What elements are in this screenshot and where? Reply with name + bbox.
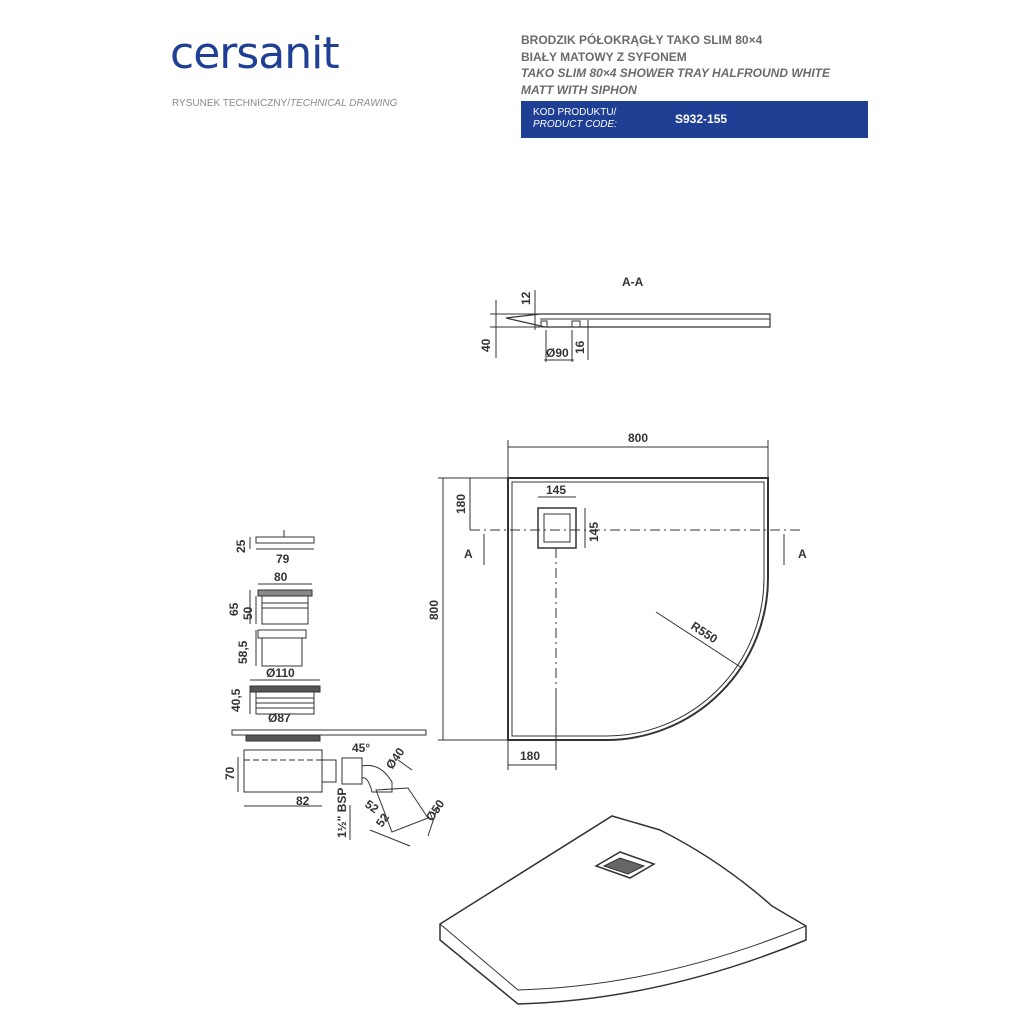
iso-drain-outer [594,851,656,879]
plan-dim-radius: R550 [688,619,720,647]
tray-plate [231,729,427,736]
drain-inner [543,513,571,543]
drawing-label-en: TECHNICAL DRAWING [289,98,398,109]
siphon-dim-70: 70 [223,766,237,780]
iso-tray-edge [439,923,807,991]
iso-drain-inner [602,857,646,875]
title-pl-1: BRODZIK PÓŁOKRĄGŁY TAKO SLIM 80×4 [521,33,763,47]
iso-view [439,815,807,1005]
siphon-dim-40: Ø40 [383,745,408,772]
dim-line-40b [397,759,413,771]
plan-dim-drain-w: 145 [546,483,566,497]
siphon-view [231,530,439,847]
tray-inner [511,481,765,737]
section-dim-12: 12 [519,291,533,305]
siphon-body-1 [261,595,309,625]
siphon-nut [341,757,363,785]
brand-logo: cersanit [170,28,340,79]
tray-outline [507,477,769,741]
plan-cut-left: A [464,547,473,561]
plan-dim-height: 800 [427,600,441,620]
siphon-dim-79: 79 [276,552,290,566]
product-title: BRODZIK PÓŁOKRĄGŁY TAKO SLIM 80×4 BIAŁY … [521,32,830,98]
siphon-outlet [321,759,337,783]
siphon-dim-58: 58,5 [236,640,250,664]
siphon-dim-110: Ø110 [266,666,295,680]
plan-dim-drain-h: 145 [587,522,601,542]
siphon-dim-87: Ø87 [268,711,291,725]
product-code-bar: KOD PRODUKTU/ PRODUCT CODE: S932-155 [521,101,868,138]
siphon-body-2 [261,637,303,667]
plan-dim-bottom-offset: 180 [520,749,540,763]
siphon-lower-ring [245,734,321,742]
siphon-elbow [361,764,393,793]
siphon-dim-40-5: 40,5 [229,688,243,712]
plan-view [438,440,800,770]
drawing-label: RYSUNEK TECHNICZNY/TECHNICAL DRAWING [172,98,397,109]
title-en-2: MATT WITH SIPHON [521,82,637,97]
siphon-top-flange [249,685,321,693]
siphon-cap [255,536,315,544]
siphon-ring [257,589,313,597]
section-dim-40: 40 [479,338,493,352]
siphon-dim-65: 65 [227,602,241,616]
section-tray [505,313,771,328]
siphon-dim-82: 82 [296,794,310,808]
radius-line [655,611,743,669]
product-code-label: KOD PRODUKTU/ PRODUCT CODE: [533,107,617,131]
plan-dim-width: 800 [628,431,648,445]
iso-tray-outline [439,815,807,1005]
dim-line-52 [369,829,411,847]
code-label-pl: KOD PRODUKTU/ [533,107,617,118]
drawing-label-pl: RYSUNEK TECHNICZNY/ [172,98,290,109]
product-code-value: S932-155 [675,112,728,126]
siphon-dim-50b: Ø50 [423,797,448,824]
siphon-flange [257,629,307,639]
code-label-en: PRODUCT CODE: [533,119,617,130]
siphon-dim-50: 50 [241,606,255,620]
siphon-dim-80: 80 [274,570,288,584]
section-dim-16: 16 [573,340,587,354]
siphon-bsp: 1½" BSP [335,788,349,838]
title-pl-2: BIAŁY MATOWY Z SYFONEM [521,49,687,64]
siphon-housing [243,749,323,793]
section-drain-left [540,320,548,328]
title-en-1: TAKO SLIM 80×4 SHOWER TRAY HALFROUND WHI… [521,66,831,80]
section-title: A-A [622,275,644,289]
plan-dim-top-offset: 180 [454,494,468,514]
siphon-angle: 45° [352,741,370,755]
section-drain-right [571,320,581,328]
section-dim-90: Ø90 [546,346,569,360]
plan-cut-right: A [798,547,807,561]
siphon-dim-52b: 52 [373,810,392,829]
siphon-pipe [375,787,429,833]
drain-outer [537,507,577,549]
siphon-dim-25: 25 [234,539,248,553]
section-view [490,290,771,362]
dim-line-50b [427,805,439,837]
